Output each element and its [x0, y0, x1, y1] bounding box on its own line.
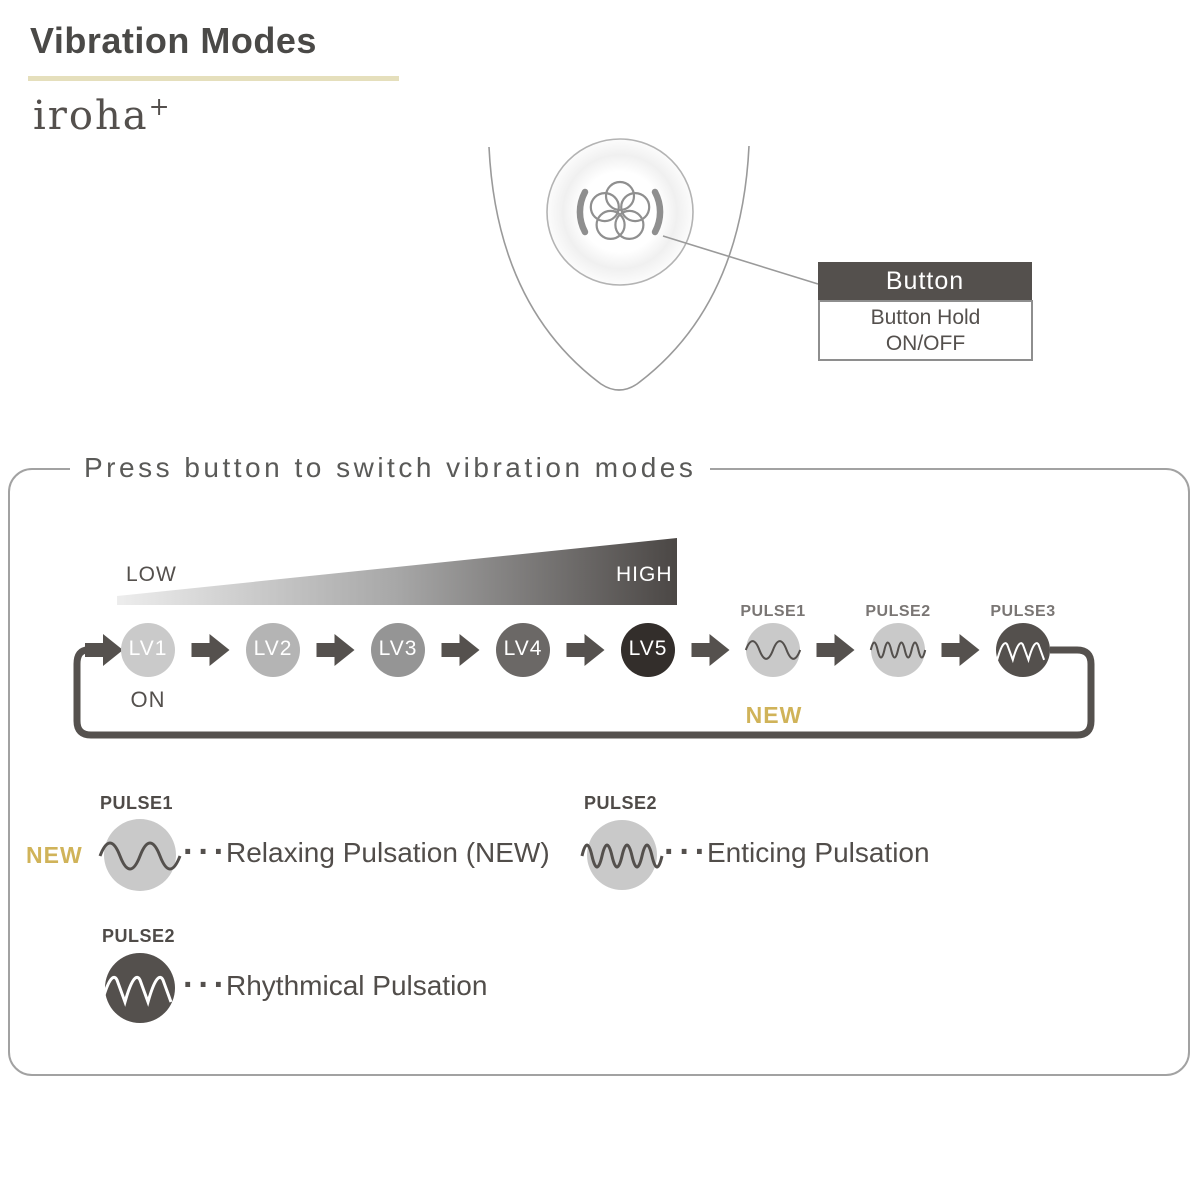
- legend-new-badge: NEW: [26, 842, 83, 868]
- pulse-label-3: PULSE3: [990, 603, 1056, 620]
- legend-dots: ···: [183, 833, 229, 871]
- paren-right-icon: [651, 188, 664, 236]
- button-hold-line2: ON/OFF: [885, 332, 966, 355]
- title-underline: [28, 76, 399, 81]
- intensity-wedge: [117, 538, 677, 605]
- level-circle-lv3: [371, 623, 425, 677]
- level-label-lv2: LV2: [253, 637, 293, 660]
- on-label: ON: [130, 687, 166, 712]
- level-label-lv3: LV3: [378, 637, 418, 660]
- loop-line: [73, 646, 1095, 739]
- legend-label-1: PULSE1: [100, 793, 174, 813]
- pointer-line: [662, 235, 819, 285]
- legend-label-3: PULSE2: [102, 926, 176, 946]
- level-circle-lv1: [121, 623, 175, 677]
- legend-dots: ···: [183, 966, 229, 1004]
- level-circle-lv4: [496, 623, 550, 677]
- brand-logo: iroha+: [33, 92, 170, 139]
- legend-dots: ···: [664, 833, 710, 871]
- button-hold-line1: Button Hold: [870, 306, 981, 329]
- pulse-label-2: PULSE2: [865, 603, 931, 620]
- device-outline: [488, 145, 750, 391]
- legend-text-2: Enticing Pulsation: [707, 837, 930, 868]
- level-label-lv1: LV1: [128, 637, 168, 660]
- new-badge: NEW: [745, 702, 803, 728]
- page-title: Vibration Modes: [30, 20, 317, 61]
- legend-label-2: PULSE2: [584, 793, 658, 813]
- level-label-lv4: LV4: [503, 637, 543, 660]
- paren-left-icon: [576, 188, 589, 236]
- legend-text-3: Rhythmical Pulsation: [226, 970, 488, 1001]
- level-circle-lv2: [246, 623, 300, 677]
- legend-circle-3: [105, 953, 175, 1023]
- panel-title: Press button to switch vibration modes: [70, 452, 711, 484]
- level-circle-lv5: [621, 623, 675, 677]
- control-button: [546, 138, 694, 286]
- brand-plus: +: [148, 92, 170, 121]
- button-callout-header: Button: [818, 262, 1032, 300]
- brand-text: iroha: [33, 93, 149, 139]
- button-callout-body: Button Hold ON/OFF: [818, 300, 1033, 361]
- pulse-label-1: PULSE1: [740, 603, 806, 620]
- high-label: HIGH: [616, 563, 673, 586]
- flower-icon: [589, 180, 651, 240]
- pulse-circle-3: [996, 623, 1050, 677]
- low-label: LOW: [126, 563, 177, 586]
- device-illustration: [488, 138, 819, 391]
- level-label-lv5: LV5: [628, 637, 668, 660]
- legend-text-1: Relaxing Pulsation (NEW): [226, 837, 550, 868]
